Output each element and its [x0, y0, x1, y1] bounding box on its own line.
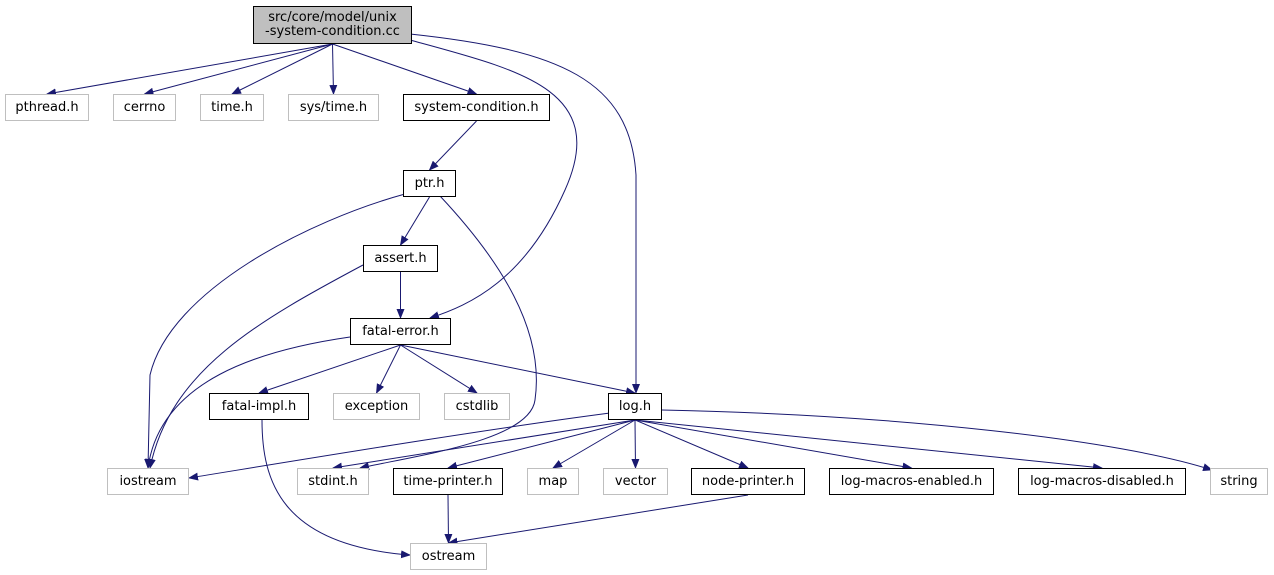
edge-fatalerr-to-fatalimpl	[258, 344, 401, 394]
node-fatal-impl-h[interactable]: fatal-impl.h	[209, 393, 309, 420]
node-label: cstdlib	[455, 398, 499, 414]
edge-fatalimpl-to-ostream	[261, 419, 411, 559]
edge-assert-to-iostream	[147, 264, 364, 469]
node-log-macros-enabled-h[interactable]: log-macros-enabled.h	[829, 468, 994, 495]
node-cerrno: cerrno	[113, 94, 176, 121]
edge-log-to-vector	[631, 419, 640, 469]
node-label: vector	[614, 473, 657, 489]
node-exception: exception	[333, 393, 420, 420]
node-label: exception	[344, 398, 409, 414]
node-label: fatal-error.h	[362, 323, 439, 339]
node-stdint-h: stdint.h	[297, 468, 369, 495]
node-label: log-macros-disabled.h	[1030, 473, 1174, 489]
node-label: ptr.h	[414, 175, 445, 191]
node-label: ostream	[421, 548, 476, 564]
edge-root-to-log	[409, 33, 640, 394]
edge-log-to-logdis	[634, 419, 1103, 472]
node-label: log.h	[618, 398, 652, 414]
node-string: string	[1210, 468, 1268, 495]
edge-log-to-nodeprint	[634, 419, 749, 469]
node-log-h[interactable]: log.h	[608, 393, 662, 420]
node-node-printer-h[interactable]: node-printer.h	[691, 468, 805, 495]
node-label: stdint.h	[308, 473, 358, 489]
edge-fatalerr-to-log	[400, 344, 636, 396]
root-file-label-line1: src/core/model/unix	[268, 10, 397, 25]
node-time-h: time.h	[200, 94, 264, 121]
edge-log-to-string	[661, 409, 1213, 472]
node-time-printer-h[interactable]: time-printer.h	[393, 468, 503, 495]
edge-nodeprint-to-ostream	[447, 494, 749, 546]
edge-root-to-time	[231, 43, 333, 95]
node-fatal-error-h[interactable]: fatal-error.h	[350, 318, 451, 345]
node-iostream: iostream	[107, 468, 189, 495]
node-ostream: ostream	[410, 543, 487, 570]
edge-log-to-map	[552, 419, 636, 469]
node-label: time.h	[211, 99, 253, 115]
node-vector: vector	[603, 468, 668, 495]
node-label: cerrno	[123, 99, 166, 115]
edge-root-to-cerrno	[143, 43, 333, 96]
edge-ptr-to-assert	[399, 196, 430, 246]
node-label: iostream	[119, 473, 177, 489]
node-label: string	[1220, 473, 1258, 489]
node-label: fatal-impl.h	[221, 398, 297, 414]
root-file-label-line2: -system-condition.cc	[265, 24, 400, 39]
node-system-condition-h[interactable]: system-condition.h	[403, 94, 550, 121]
node-map: map	[527, 468, 579, 495]
node-label: system-condition.h	[414, 99, 539, 115]
edge-timeprint-to-ostream	[444, 494, 453, 544]
root-file-node[interactable]: src/core/model/unix -system-condition.cc	[253, 6, 412, 44]
edge-fatalerr-to-exception	[376, 344, 401, 394]
edge-log-to-logen	[634, 419, 913, 471]
edge-root-to-syscond	[332, 43, 478, 95]
edge-root-to-pthread	[46, 43, 333, 97]
node-log-macros-disabled-h[interactable]: log-macros-disabled.h	[1018, 468, 1186, 495]
edge-ptr-to-iostream	[144, 193, 406, 469]
edge-fatalerr-to-iostream	[145, 336, 351, 469]
node-cstdlib: cstdlib	[444, 393, 510, 420]
node-label: assert.h	[374, 250, 427, 266]
node-label: sys/time.h	[299, 99, 368, 115]
edge-layer	[46, 33, 1213, 559]
edge-root-to-systime	[329, 43, 338, 95]
edge-log-to-iostream	[188, 412, 611, 481]
edge-ptr-to-stdint	[359, 195, 537, 471]
edge-root-to-fatalerr	[409, 39, 578, 320]
edge-log-to-timeprint	[447, 419, 636, 470]
node-ptr-h[interactable]: ptr.h	[403, 170, 456, 197]
edge-fatalerr-to-cstdlib	[400, 344, 478, 394]
node-assert-h[interactable]: assert.h	[363, 245, 438, 272]
node-label: node-printer.h	[701, 473, 795, 489]
edge-log-to-stdint	[332, 419, 636, 471]
node-label: log-macros-enabled.h	[840, 473, 983, 489]
node-sys-time-h: sys/time.h	[288, 94, 379, 121]
edge-syscond-to-ptr	[428, 120, 477, 171]
node-pthread-h: pthread.h	[5, 94, 89, 121]
node-label: map	[538, 473, 568, 489]
node-label: pthread.h	[15, 99, 79, 115]
node-label: time-printer.h	[403, 473, 493, 489]
